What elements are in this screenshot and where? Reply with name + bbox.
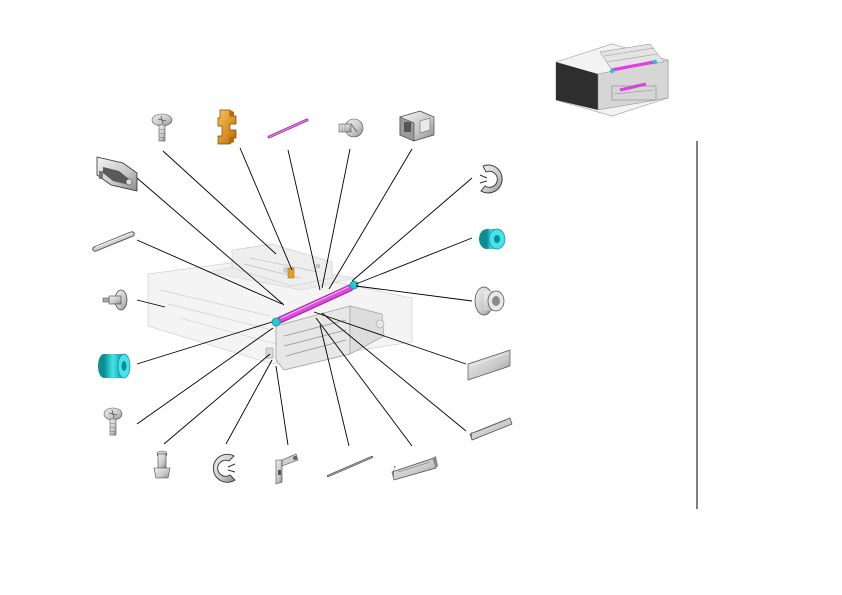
shoulder-screw-icon <box>338 118 364 138</box>
flanged-bushing-icon <box>474 286 505 316</box>
wire-shaft-icon <box>326 455 374 478</box>
holder-block-icon <box>399 110 435 142</box>
leader-lines <box>136 147 473 447</box>
roller-icon <box>98 353 131 379</box>
e-ring-icon <box>212 453 236 483</box>
guide-rail-icon <box>391 456 438 481</box>
rod-icon <box>92 231 135 252</box>
assembly-thumbnail <box>555 43 669 117</box>
step-pin-icon <box>102 289 128 311</box>
e-ring-icon <box>479 164 503 194</box>
channel-icon <box>469 417 513 441</box>
lever-icon <box>275 453 299 485</box>
main-assembly <box>147 243 413 371</box>
pan-head-screw-icon <box>103 407 123 436</box>
post-icon <box>153 450 171 479</box>
pan-head-screw-icon <box>151 113 173 142</box>
bushing-icon <box>479 228 506 250</box>
plate-strip-icon <box>467 349 511 381</box>
side-bracket-icon <box>96 156 138 192</box>
clip-bracket-icon <box>217 109 237 145</box>
thin-shaft-icon <box>267 118 309 139</box>
